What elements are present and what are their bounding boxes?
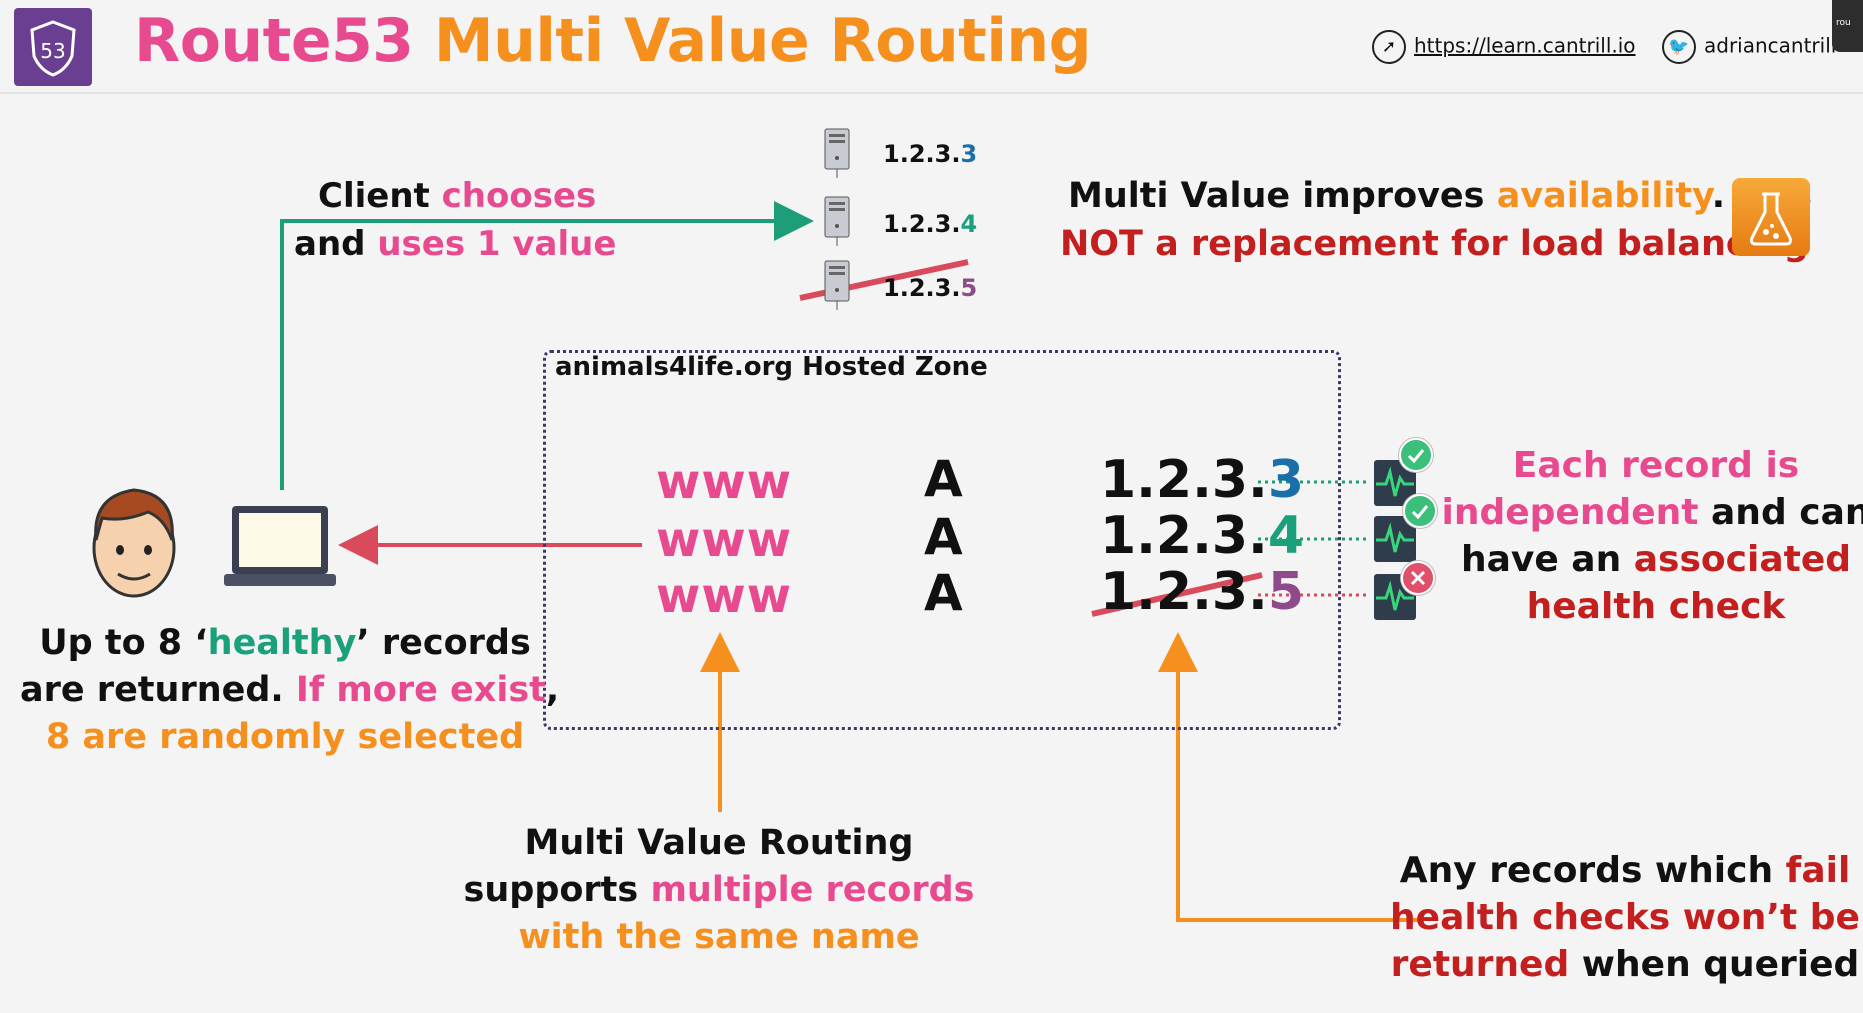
page-title: Route53 Multi Value Routing — [134, 6, 1092, 76]
cross-badge-icon — [1401, 561, 1435, 595]
client-text-a: Client — [318, 176, 442, 216]
strike-record-5 — [1091, 572, 1263, 617]
hosted-zone-box — [543, 350, 1341, 730]
corner-tab-text: rou — [1836, 18, 1851, 28]
logo-text: 53 — [40, 39, 65, 63]
healthy-records-text: Up to 8 ‘healthy’ records are returned. … — [20, 623, 560, 757]
website-link[interactable]: ➚ https://learn.cantrill.io — [1372, 30, 1636, 64]
failed-record-pointer-arrow — [1158, 632, 1418, 922]
twitter-link[interactable]: 🐦 adriancantrill — [1662, 30, 1836, 64]
check-badge-icon — [1399, 438, 1433, 472]
independent-record-text: Each record is independent and can have … — [1441, 445, 1863, 627]
record-2-type: A — [924, 508, 963, 566]
header-bar — [0, 0, 1863, 94]
multi-value-explainer: Multi Value Routing supports multiple re… — [463, 823, 975, 957]
route53-logo: 53 — [14, 8, 92, 86]
route53-shield-icon: 53 — [30, 20, 76, 77]
hosted-zone-label: animals4life.org Hosted Zone — [555, 352, 988, 382]
laptop-icon — [224, 504, 336, 592]
health-check-pulse-icon — [1374, 516, 1416, 562]
server-3 — [824, 260, 850, 316]
record-2-name: www — [656, 512, 793, 568]
server-1 — [824, 128, 850, 184]
user-avatar-icon — [84, 478, 184, 606]
server-icon — [824, 196, 850, 246]
server-3-ip: 1.2.3.5 — [883, 274, 978, 302]
title-multi-value: Multi Value Routing — [433, 6, 1092, 76]
record-1-type: A — [924, 450, 963, 508]
note-l1-a: Multi Value improves — [1068, 176, 1497, 216]
availability-note: Multi Value improves availability. It is… — [1060, 172, 1812, 268]
server-icon — [824, 260, 850, 310]
client-choice-arrow — [280, 201, 814, 490]
client-text-d: uses 1 value — [377, 224, 617, 264]
corner-tab: rou — [1832, 0, 1863, 52]
record-3-type: A — [924, 564, 963, 622]
server-1-ip: 1.2.3.3 — [883, 140, 978, 168]
twitter-handle[interactable]: adriancantrill — [1704, 33, 1837, 58]
flask-icon — [1732, 178, 1810, 256]
twitter-bird-icon: 🐦 — [1662, 30, 1696, 64]
check-badge-icon — [1403, 494, 1437, 528]
record-3-ip: 1.2.3.5 — [1100, 562, 1304, 622]
client-text-b: chooses — [441, 176, 597, 216]
record-3-name: www — [656, 568, 793, 624]
note-l1-b: availability — [1496, 176, 1712, 216]
flask-svg — [1750, 192, 1792, 246]
record-2-ip: 1.2.3.4 — [1100, 506, 1304, 566]
client-text-c: and — [294, 224, 378, 264]
record-1-ip: 1.2.3.3 — [1100, 450, 1304, 510]
record-1-name: www — [656, 454, 793, 510]
title-route53: Route53 — [134, 6, 414, 76]
client-chooses-text: Client chooses and uses 1 value — [294, 172, 616, 268]
note-l2: NOT a replacement for load balancing — [1060, 224, 1809, 264]
failed-health-check-text: Any records which fail health checks won… — [1390, 850, 1860, 985]
compass-icon: ➚ — [1372, 30, 1406, 64]
website-link-text[interactable]: https://learn.cantrill.io — [1414, 33, 1636, 58]
server-2-ip: 1.2.3.4 — [883, 210, 978, 238]
server-icon — [824, 128, 850, 178]
server-2 — [824, 196, 850, 252]
